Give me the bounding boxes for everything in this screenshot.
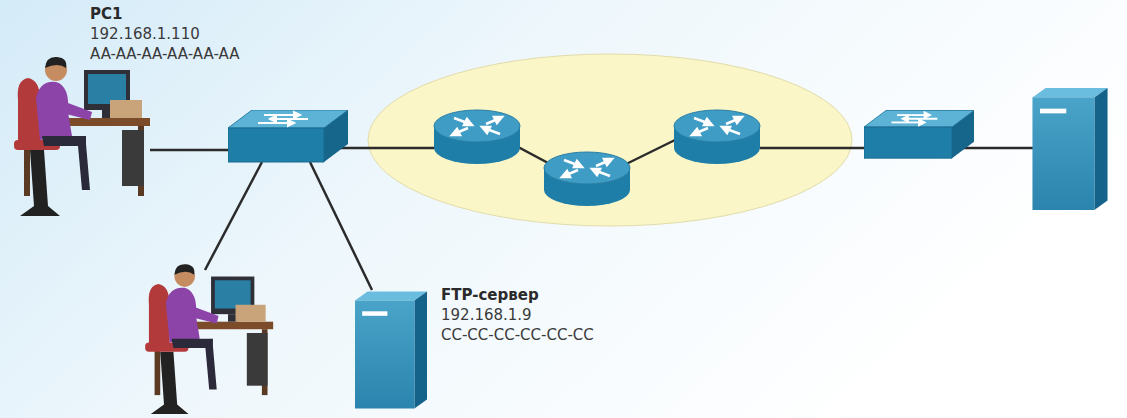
cable: [310, 162, 372, 290]
cable: [960, 147, 1040, 150]
network-cloud: [368, 54, 852, 226]
router-icon: [544, 152, 630, 206]
pc-label-node: PC1192.168.1.110AA-AA-AA-AA-AA-AA: [86, 2, 243, 66]
router-icon: [674, 110, 760, 164]
server-icon: [1032, 88, 1107, 210]
server-label-node: FTP-сервер192.168.1.9CC-CC-CC-CC-CC-CC: [437, 283, 598, 347]
router-icon: [434, 110, 520, 164]
ip-address: 192.168.1.9: [441, 305, 594, 325]
device-name: FTP-сервер: [441, 285, 594, 305]
cable: [205, 162, 262, 270]
device-name: PC1: [90, 4, 239, 24]
ftp-server-icon: [355, 292, 427, 409]
mac-address: CC-CC-CC-CC-CC-CC: [441, 325, 594, 345]
mac-address: AA-AA-AA-AA-AA-AA: [90, 44, 239, 64]
ip-address: 192.168.1.110: [90, 24, 239, 44]
workstation-icon: [145, 264, 273, 414]
cable: [760, 147, 872, 150]
cable: [150, 149, 232, 152]
switch-icon: [228, 110, 348, 162]
switch-icon: [864, 111, 974, 159]
pc1-workstation-icon: [14, 57, 150, 216]
cable: [330, 147, 440, 150]
